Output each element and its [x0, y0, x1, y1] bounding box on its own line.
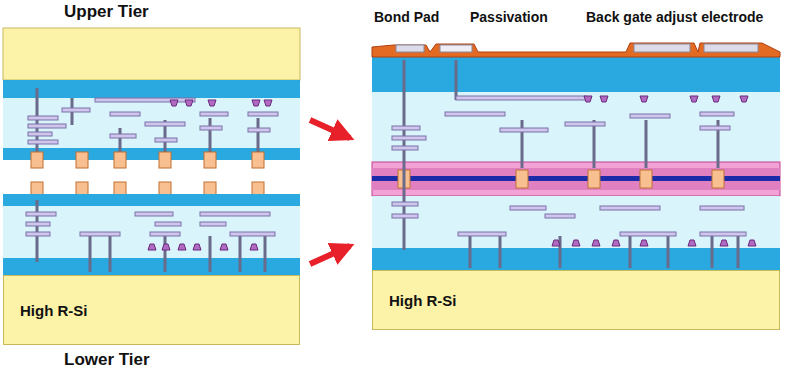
part-name: Bond Pad [374, 9, 439, 25]
tier-heading: Lower Tier [64, 350, 150, 370]
substrate-band: High R-Si [372, 270, 780, 330]
substrate-label: High R-Si [4, 302, 104, 319]
part-name: Passivation [470, 9, 548, 25]
part-name: Back gate adjust electrode [586, 9, 763, 25]
substrate-band: High R-Si [3, 275, 300, 345]
substrate-label: High R-Si [373, 292, 473, 309]
tier-heading: Upper Tier [64, 2, 149, 22]
